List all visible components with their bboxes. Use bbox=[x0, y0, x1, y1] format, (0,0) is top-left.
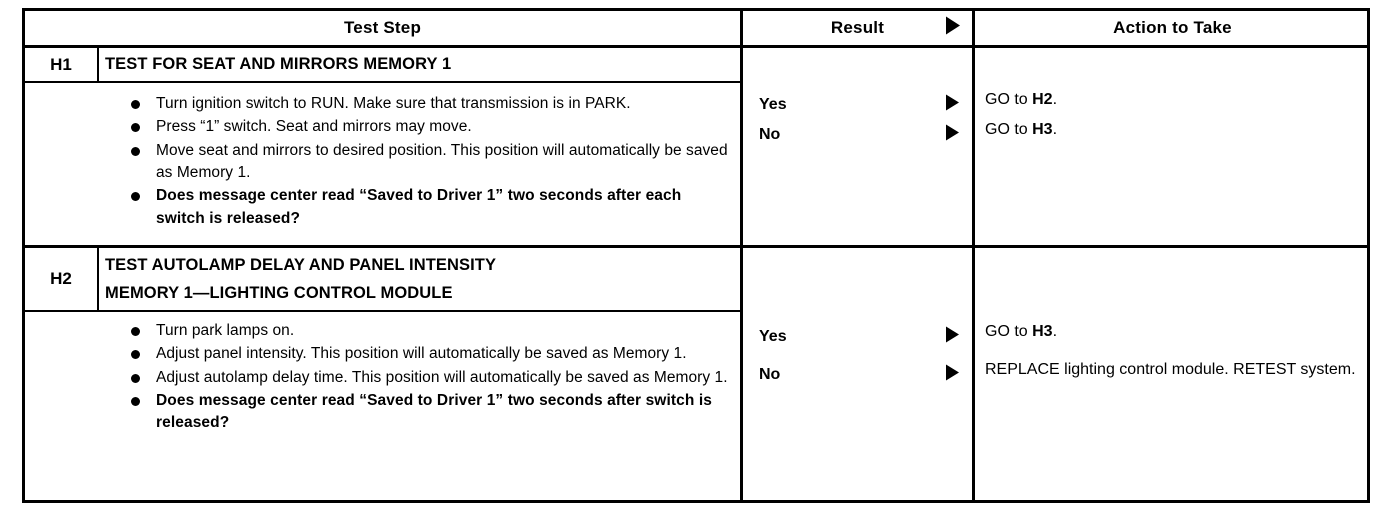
action-prefix: GO to bbox=[985, 91, 1033, 108]
action-text-no-h2: REPLACE lighting control module. RETEST … bbox=[985, 358, 1359, 381]
header-result: Result bbox=[743, 11, 972, 45]
action-line: GO to H3. bbox=[985, 323, 1057, 340]
step-title-h2: TEST AUTOLAMP DELAY AND PANEL INTENSITY … bbox=[105, 248, 734, 310]
table-header-row: Test Step Result Action to Take bbox=[25, 11, 1367, 45]
list-item: Adjust autolamp delay time. This positio… bbox=[25, 367, 740, 389]
result-label: No bbox=[759, 126, 781, 143]
step-title-h1: TEST FOR SEAT AND MIRRORS MEMORY 1 bbox=[105, 48, 734, 81]
action-prefix: GO to bbox=[985, 121, 1033, 138]
bullet-text: Does message center read “Saved to Drive… bbox=[156, 187, 682, 227]
action-line: GO to H2. bbox=[985, 91, 1057, 108]
step-id-h1: H1 bbox=[25, 48, 99, 81]
action-step-ref: H2 bbox=[1032, 91, 1053, 108]
result-label: Yes bbox=[759, 96, 787, 113]
bullet-text: Turn park lamps on. bbox=[156, 322, 295, 339]
step-title-row-h2: H2 TEST AUTOLAMP DELAY AND PANEL INTENSI… bbox=[25, 248, 740, 310]
column-divider-result-action bbox=[972, 11, 975, 500]
bullet-dot-icon bbox=[131, 146, 140, 156]
result-row-yes-h2: Yes bbox=[743, 326, 972, 348]
step-title-underline-h1 bbox=[25, 81, 740, 83]
result-row-yes-h1: Yes bbox=[743, 94, 972, 116]
right-triangle-icon bbox=[946, 16, 960, 40]
test-step-cell-h1: H1 TEST FOR SEAT AND MIRRORS MEMORY 1 Tu… bbox=[25, 48, 740, 245]
result-label: Yes bbox=[759, 328, 787, 345]
result-cell-h2: Yes No bbox=[743, 248, 972, 500]
list-item: Press “1” switch. Seat and mirrors may m… bbox=[25, 116, 740, 138]
result-row-no-h2: No bbox=[743, 364, 972, 386]
action-cell-h1: GO to H2. GO to H3. bbox=[975, 48, 1367, 245]
step-title-line: MEMORY 1—LIGHTING CONTROL MODULE bbox=[105, 284, 453, 302]
header-result-label: Result bbox=[830, 18, 885, 37]
action-text-yes-h2: GO to H3. bbox=[985, 320, 1359, 343]
bullet-text: Adjust panel intensity. This position wi… bbox=[156, 345, 687, 363]
right-triangle-icon bbox=[946, 124, 959, 146]
bullet-dot-icon bbox=[131, 327, 140, 336]
bullet-text: Press “1” switch. Seat and mirrors may m… bbox=[156, 118, 472, 136]
step-title-row-h1: H1 TEST FOR SEAT AND MIRRORS MEMORY 1 bbox=[25, 48, 740, 81]
test-step-block-h2: H2 TEST AUTOLAMP DELAY AND PANEL INTENSI… bbox=[25, 248, 1367, 500]
action-suffix: . bbox=[1052, 121, 1058, 138]
step-id-h2: H2 bbox=[25, 248, 99, 310]
bullet-text: Adjust autolamp delay time. This positio… bbox=[156, 368, 728, 386]
bullet-dot-icon bbox=[131, 123, 140, 133]
action-step-ref: H3 bbox=[1032, 121, 1053, 138]
step-title-line: TEST FOR SEAT AND MIRRORS MEMORY 1 bbox=[105, 55, 452, 74]
table-grid: Test Step Result Action to Take H1 TES bbox=[25, 11, 1367, 500]
action-suffix: . bbox=[1052, 91, 1058, 108]
test-step-cell-h2: H2 TEST AUTOLAMP DELAY AND PANEL INTENSI… bbox=[25, 248, 740, 500]
list-item: Turn ignition switch to RUN. Make sure t… bbox=[25, 93, 740, 115]
list-item: Adjust panel intensity. This position wi… bbox=[25, 343, 740, 365]
step-title-underline-h2 bbox=[25, 310, 740, 312]
action-text-yes-h1: GO to H2. bbox=[985, 88, 1359, 111]
action-suffix: . bbox=[1052, 323, 1058, 340]
action-line: RETEST system. bbox=[1233, 361, 1356, 378]
step-bullet-list-h1: Turn ignition switch to RUN. Make sure t… bbox=[25, 93, 740, 231]
action-cell-h2: GO to H3. REPLACE lighting control modul… bbox=[975, 248, 1367, 500]
header-bottom-rule bbox=[25, 45, 1367, 48]
bullet-text: Move seat and mirrors to desired positio… bbox=[156, 141, 728, 181]
list-item: Move seat and mirrors to desired positio… bbox=[25, 140, 740, 185]
bullet-text: Does message center read “Saved to Drive… bbox=[156, 391, 712, 432]
action-text-no-h1: GO to H3. bbox=[985, 118, 1359, 141]
header-action-to-take: Action to Take bbox=[1113, 18, 1232, 37]
column-divider-step-result bbox=[740, 11, 743, 500]
right-triangle-icon bbox=[946, 94, 959, 116]
result-label: No bbox=[759, 366, 781, 383]
bullet-dot-icon bbox=[131, 192, 140, 202]
bullet-dot-icon bbox=[131, 100, 140, 109]
action-line: REPLACE lighting control module. bbox=[985, 361, 1229, 378]
list-item: Does message center read “Saved to Drive… bbox=[25, 390, 740, 435]
bullet-text: Turn ignition switch to RUN. Make sure t… bbox=[156, 95, 631, 112]
list-item: Does message center read “Saved to Drive… bbox=[25, 185, 740, 230]
bullet-dot-icon bbox=[131, 350, 140, 360]
list-item: Turn park lamps on. bbox=[25, 320, 740, 342]
step-title-line: TEST AUTOLAMP DELAY AND PANEL INTENSITY bbox=[105, 255, 497, 274]
test-step-block-h1: H1 TEST FOR SEAT AND MIRRORS MEMORY 1 Tu… bbox=[25, 48, 1367, 245]
action-step-ref: H3 bbox=[1032, 323, 1053, 340]
pinpoint-test-table: Test Step Result Action to Take H1 TES bbox=[22, 8, 1370, 503]
step-bullet-list-h2: Turn park lamps on. Adjust panel intensi… bbox=[25, 320, 740, 436]
result-row-no-h1: No bbox=[743, 124, 972, 146]
action-line: GO to H3. bbox=[985, 121, 1057, 138]
block-divider-rule bbox=[25, 245, 1367, 248]
right-triangle-icon bbox=[946, 364, 959, 386]
result-cell-h1: Yes No bbox=[743, 48, 972, 245]
bullet-dot-icon bbox=[131, 396, 140, 406]
right-triangle-icon bbox=[946, 326, 959, 348]
header-test-step: Test Step bbox=[343, 18, 422, 37]
bullet-dot-icon bbox=[131, 373, 140, 383]
action-prefix: GO to bbox=[985, 323, 1033, 340]
